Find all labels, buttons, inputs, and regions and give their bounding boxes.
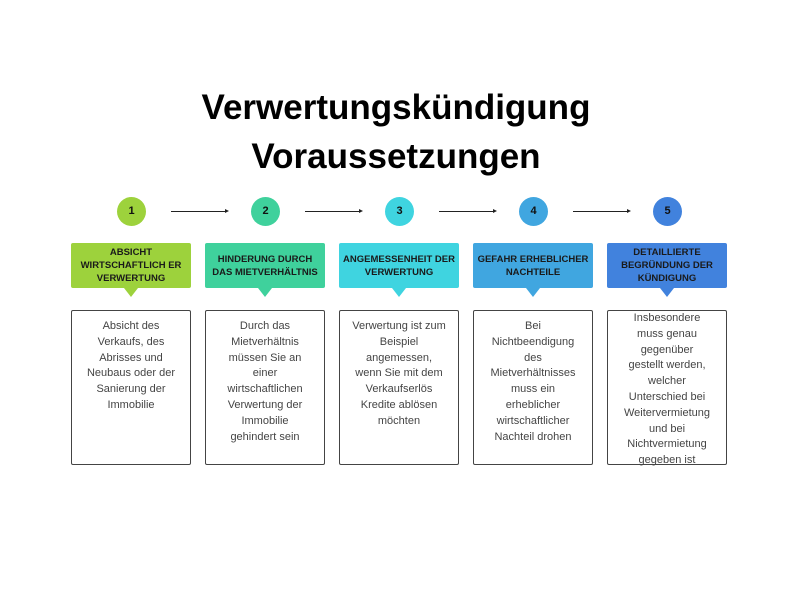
step-description-text: Insbesondere muss genau gegenüber gestel… — [624, 312, 710, 467]
step-description-box: Durch das Mietverhältnis müssen Sie an e… — [205, 310, 325, 465]
step-number-circle: 4 — [519, 197, 548, 226]
step-number-circle: 5 — [653, 197, 682, 226]
arrow-right-icon — [305, 209, 363, 213]
step-heading-text: ANGEMESSENHEIT DER VERWERTUNG — [343, 253, 455, 278]
step-description-text: Absicht des Verkaufs, des Abrisses und N… — [86, 320, 176, 411]
title-line-2: Voraussetzungen — [251, 137, 541, 176]
step-number-circle: 3 — [385, 197, 414, 226]
title-line-1: Verwertungskündigung — [201, 88, 591, 127]
arrow-right-icon — [439, 209, 497, 213]
step-heading-text: ABSICHT WIRTSCHAFTLICH ER VERWERTUNG — [80, 247, 182, 284]
step-description-text: Durch das Mietverhältnis müssen Sie an e… — [227, 320, 303, 443]
step-heading: ANGEMESSENHEIT DER VERWERTUNG — [339, 243, 459, 297]
step-description-box: Verwertung ist zum Beispiel angemessen, … — [339, 310, 459, 465]
step-heading: DETAILLIERTE BEGRÜNDUNG DER KÜNDIGUNG — [607, 243, 727, 297]
step-heading: ABSICHT WIRTSCHAFTLICH ER VERWERTUNG — [71, 243, 191, 297]
step-description-text: Verwertung ist zum Beispiel angemessen, … — [352, 320, 446, 427]
step-description-box: Insbesondere muss genau gegenüber gestel… — [607, 310, 727, 466]
step-number-circle: 2 — [251, 197, 280, 226]
step-heading: GEFAHR ERHEBLICHER NACHTEILE — [473, 243, 593, 297]
step-number-circle: 1 — [117, 197, 146, 226]
step-description-text: Bei Nichtbeendigung des Mietverhältnisse… — [490, 320, 576, 443]
step-heading-text: HINDERUNG DURCH DAS MIETVERHÄLTNIS — [212, 253, 318, 278]
step-description-box: Absicht des Verkaufs, des Abrisses und N… — [71, 310, 191, 465]
arrow-right-icon — [171, 209, 229, 213]
step-description-box: Bei Nichtbeendigung des Mietverhältnisse… — [473, 310, 593, 465]
step-heading-text: DETAILLIERTE BEGRÜNDUNG DER KÜNDIGUNG — [621, 247, 713, 284]
arrow-right-icon — [573, 209, 631, 213]
step-heading: HINDERUNG DURCH DAS MIETVERHÄLTNIS — [205, 243, 325, 297]
step-heading-text: GEFAHR ERHEBLICHER NACHTEILE — [477, 253, 589, 278]
